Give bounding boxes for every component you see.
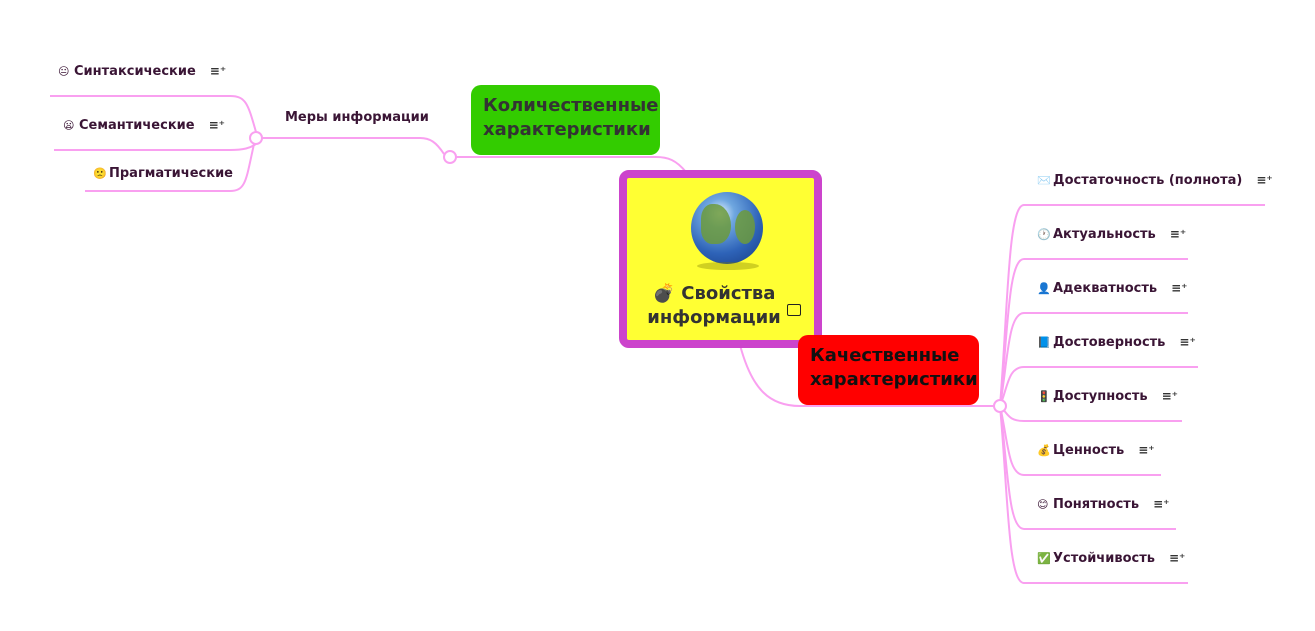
subtopic[interactable]: 📘Достоверность ≡⁺ [1037, 332, 1196, 352]
subtopic-label: Семантические [79, 117, 195, 133]
globe-shadow [697, 262, 759, 270]
bomb-icon: 💣 [652, 283, 675, 304]
subtopic[interactable]: 🕐Актуальность ≡⁺ [1037, 224, 1186, 244]
subtopic-label: Достоверность [1053, 334, 1166, 350]
collapse-toggle[interactable] [993, 399, 1007, 413]
emoji-icon: 🕐 [1037, 227, 1051, 241]
subtopic-label: Понятность [1053, 496, 1140, 512]
collapse-toggle[interactable] [443, 150, 457, 164]
connector-line [999, 312, 1188, 407]
collapse-toggle[interactable] [249, 131, 263, 145]
root-topic[interactable]: 💣 Свойства информации [619, 170, 822, 348]
note-add-icon[interactable]: ≡⁺ [1171, 281, 1188, 295]
emoji-icon: 📘 [1037, 335, 1051, 349]
image-icon[interactable] [787, 304, 801, 316]
subtopic[interactable]: 🙁Прагматические [93, 163, 233, 183]
subtopic-label: Доступность [1053, 388, 1148, 404]
subtopic[interactable]: 👤Адекватность ≡⁺ [1037, 278, 1188, 298]
emoji-icon: 😐 [58, 64, 70, 78]
note-add-icon[interactable]: ≡⁺ [1138, 443, 1155, 457]
note-add-icon[interactable]: ≡⁺ [1153, 497, 1170, 511]
topic-qualitative[interactable]: Качественные характеристики [798, 335, 979, 405]
subtopic[interactable]: 🚦Доступность ≡⁺ [1037, 386, 1178, 406]
root-title-text: Свойства информации [647, 283, 781, 328]
topic-measures[interactable]: Меры информации [285, 110, 429, 125]
subtopic[interactable]: 😦 Семантические ≡⁺ [63, 115, 225, 135]
note-add-icon[interactable]: ≡⁺ [1169, 227, 1187, 241]
connector-line [999, 405, 1188, 584]
subtopic-label: Актуальность [1053, 226, 1156, 242]
subtopic-label: Синтаксические [74, 63, 196, 79]
note-add-icon[interactable]: ≡⁺ [1256, 173, 1273, 187]
topic-quantitative[interactable]: Количественные характеристики [471, 85, 660, 155]
subtopic[interactable]: 💰Ценность ≡⁺ [1037, 440, 1155, 460]
note-add-icon[interactable]: ≡⁺ [1179, 335, 1196, 349]
emoji-icon: 😦 [63, 118, 75, 132]
note-add-icon[interactable]: ≡⁺ [1168, 551, 1186, 565]
subtopic[interactable]: 😊 Понятность ≡⁺ [1037, 494, 1169, 514]
emoji-icon: 🙁 [93, 166, 107, 180]
subtopic-label: Ценность [1053, 442, 1125, 458]
subtopic[interactable]: 😐 Синтаксические ≡⁺ [58, 61, 226, 81]
subtopic-label: Достаточность (полнота) [1053, 172, 1243, 188]
emoji-icon: 💰 [1037, 443, 1051, 457]
emoji-icon: ✉️ [1037, 173, 1051, 187]
subtopic-label: Устойчивость [1053, 550, 1155, 566]
subtopic-label: Адекватность [1053, 280, 1158, 296]
subtopic[interactable]: ✉️Достаточность (полнота) ≡⁺ [1037, 170, 1273, 190]
connector-line [999, 405, 1161, 476]
connector-line [999, 258, 1188, 407]
subtopic-label: Прагматические [109, 165, 233, 181]
emoji-icon: 🚦 [1037, 389, 1051, 403]
globe-image [691, 192, 763, 264]
subtopic[interactable]: ✅Устойчивость ≡⁺ [1037, 548, 1185, 568]
note-add-icon[interactable]: ≡⁺ [208, 118, 225, 132]
emoji-icon: 😊 [1037, 497, 1049, 511]
note-add-icon[interactable]: ≡⁺ [209, 64, 227, 78]
note-add-icon[interactable]: ≡⁺ [1161, 389, 1178, 403]
emoji-icon: 👤 [1037, 281, 1051, 295]
connector-line [999, 405, 1182, 422]
emoji-icon: ✅ [1037, 551, 1051, 565]
root-title: 💣 Свойства информации [639, 282, 789, 330]
